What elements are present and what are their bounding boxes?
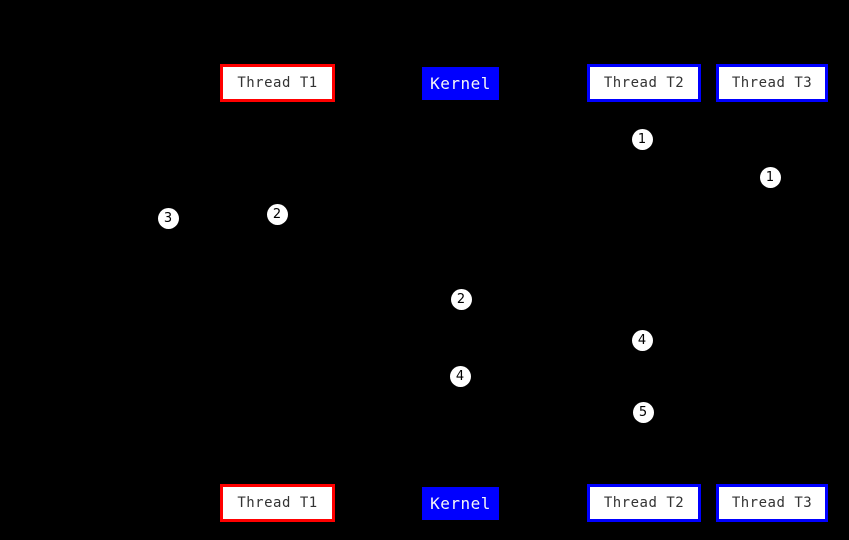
actor-box-kernel-bottom: Kernel [422, 487, 499, 520]
actor-label: Thread T3 [731, 495, 813, 511]
actor-label: Kernel [430, 494, 491, 513]
sequence-marker-2: 2 [266, 203, 288, 225]
sequence-marker-5: 5 [632, 401, 654, 423]
actor-label: Thread T2 [603, 495, 685, 511]
sequence-marker-2: 2 [450, 288, 472, 310]
actor-box-thread-t1-top: Thread T1 [220, 64, 335, 102]
actor-box-kernel-top: Kernel [422, 67, 499, 100]
actor-box-thread-t3-top: Thread T3 [716, 64, 828, 102]
actor-label: Thread T2 [603, 75, 685, 91]
actor-box-thread-t1-bottom: Thread T1 [220, 484, 335, 522]
sequence-marker-3: 3 [157, 207, 179, 229]
sequence-marker-1: 1 [759, 166, 781, 188]
actor-box-thread-t2-bottom: Thread T2 [587, 484, 701, 522]
actor-label: Thread T1 [237, 495, 318, 511]
sequence-marker-4: 4 [449, 365, 471, 387]
actor-label: Kernel [430, 74, 491, 93]
actor-label: Thread T3 [731, 75, 813, 91]
sequence-marker-1: 1 [631, 128, 653, 150]
sequence-marker-4: 4 [631, 329, 653, 351]
actor-label: Thread T1 [237, 75, 318, 91]
actor-box-thread-t2-top: Thread T2 [587, 64, 701, 102]
actor-box-thread-t3-bottom: Thread T3 [716, 484, 828, 522]
